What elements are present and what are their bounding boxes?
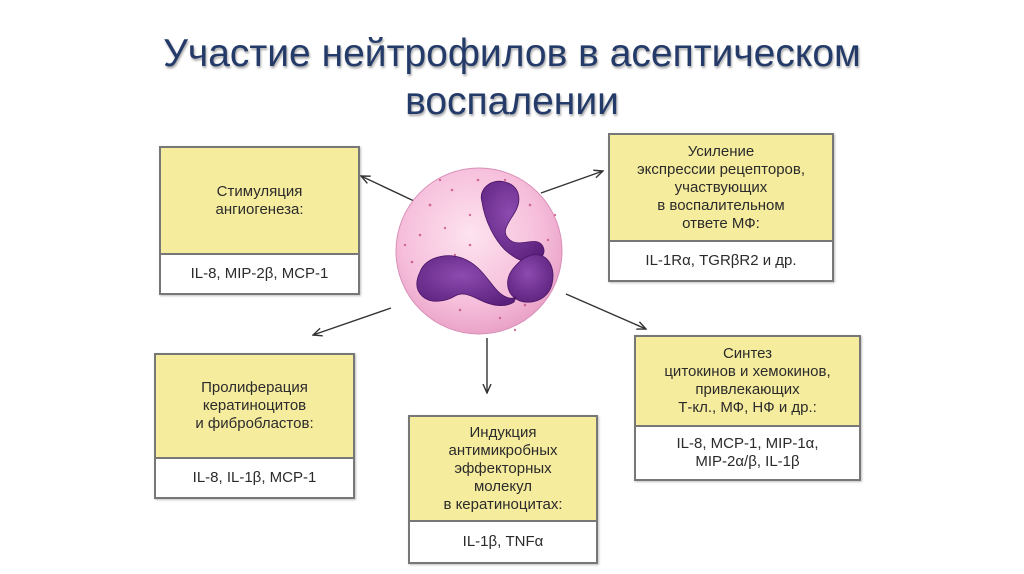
box-receptor-expression-heading: Усиление экспрессии рецепторов, участвую… [610,135,832,242]
heading-line: ответе МФ: [682,214,760,232]
box-antimicrobial-induction-heading: Индукция антимикробных эффекторных молек… [410,417,596,522]
title-line-2: воспалении [405,80,619,123]
heading-line: в воспалительном [657,196,785,214]
box-receptor-expression-molecules: IL-1Rα, TGRβR2 и др. [610,242,832,280]
arrow-to-proliferation [313,307,392,335]
box-angiogenesis-heading: Стимуляция ангиогенеза: [161,148,358,255]
box-proliferation-molecules: IL-8, IL-1β, MCP-1 [156,459,353,497]
box-antimicrobial-induction: Индукция антимикробных эффекторных молек… [408,415,598,564]
heading-line: антимикробных [448,441,558,459]
slide-title: Участие нейтрофилов в асептическом воспа… [0,30,1024,126]
heading-line: и фибробластов: [195,415,314,432]
molecule-line: IL-1β, TNFα [462,533,544,550]
heading-line: эффекторных [454,459,552,477]
heading-line: ангиогенеза: [215,200,304,218]
heading-line: в кератиноцитах: [443,495,563,513]
box-proliferation: Пролиферация кератиноцитов и фибробласто… [154,353,355,499]
box-antimicrobial-induction-molecules: IL-1β, TNFα [410,522,596,562]
heading-line: кератиноцитов [202,397,307,414]
molecule-line: MIP-2α/β, IL-1β [695,453,800,470]
heading-line: Пролиферация [201,379,308,396]
title-line-1: Участие нейтрофилов в асептическом [163,32,861,75]
heading-line: Синтез [722,345,773,362]
box-cytokine-synthesis-heading: Синтез цитокинов и хемокинов, привлекающ… [636,337,859,427]
box-receptor-expression: Усиление экспрессии рецепторов, участвую… [608,133,834,282]
box-proliferation-heading: Пролиферация кератиноцитов и фибробласто… [156,355,353,459]
molecule-line: IL-8, IL-1β, MCP-1 [192,469,317,486]
molecule-line: IL-8, MCP-1, MIP-1α, [676,435,819,452]
heading-line: цитокинов и хемокинов, [664,363,831,380]
heading-line: Усиление [687,142,755,160]
box-cytokine-synthesis: Синтез цитокинов и хемокинов, привлекающ… [634,335,861,481]
heading-line: Индукция [469,423,537,441]
molecule-line: IL-8, MIP-2β, MCP-1 [190,265,329,282]
heading-line: экспрессии рецепторов, [636,160,806,178]
neutrophil-image [395,167,563,335]
heading-line: Т-кл., МФ, НФ и др.: [678,399,817,416]
box-angiogenesis: Стимуляция ангиогенеза: IL-8, MIP-2β, MC… [159,146,360,295]
box-cytokine-synthesis-molecules: IL-8, MCP-1, MIP-1α, MIP-2α/β, IL-1β [636,427,859,479]
cell-nucleus [416,180,554,306]
molecule-line: IL-1Rα, TGRβR2 и др. [645,252,797,269]
arrow-to-cytokines [565,293,646,329]
heading-line: участвующих [674,178,768,196]
arrow-to-receptors [540,171,603,194]
box-angiogenesis-molecules: IL-8, MIP-2β, MCP-1 [161,255,358,293]
heading-line: привлекающих [695,381,800,398]
heading-line: молекул [473,477,533,495]
heading-line: Стимуляция [216,182,303,200]
arrow-to-angiogenesis [361,176,415,202]
